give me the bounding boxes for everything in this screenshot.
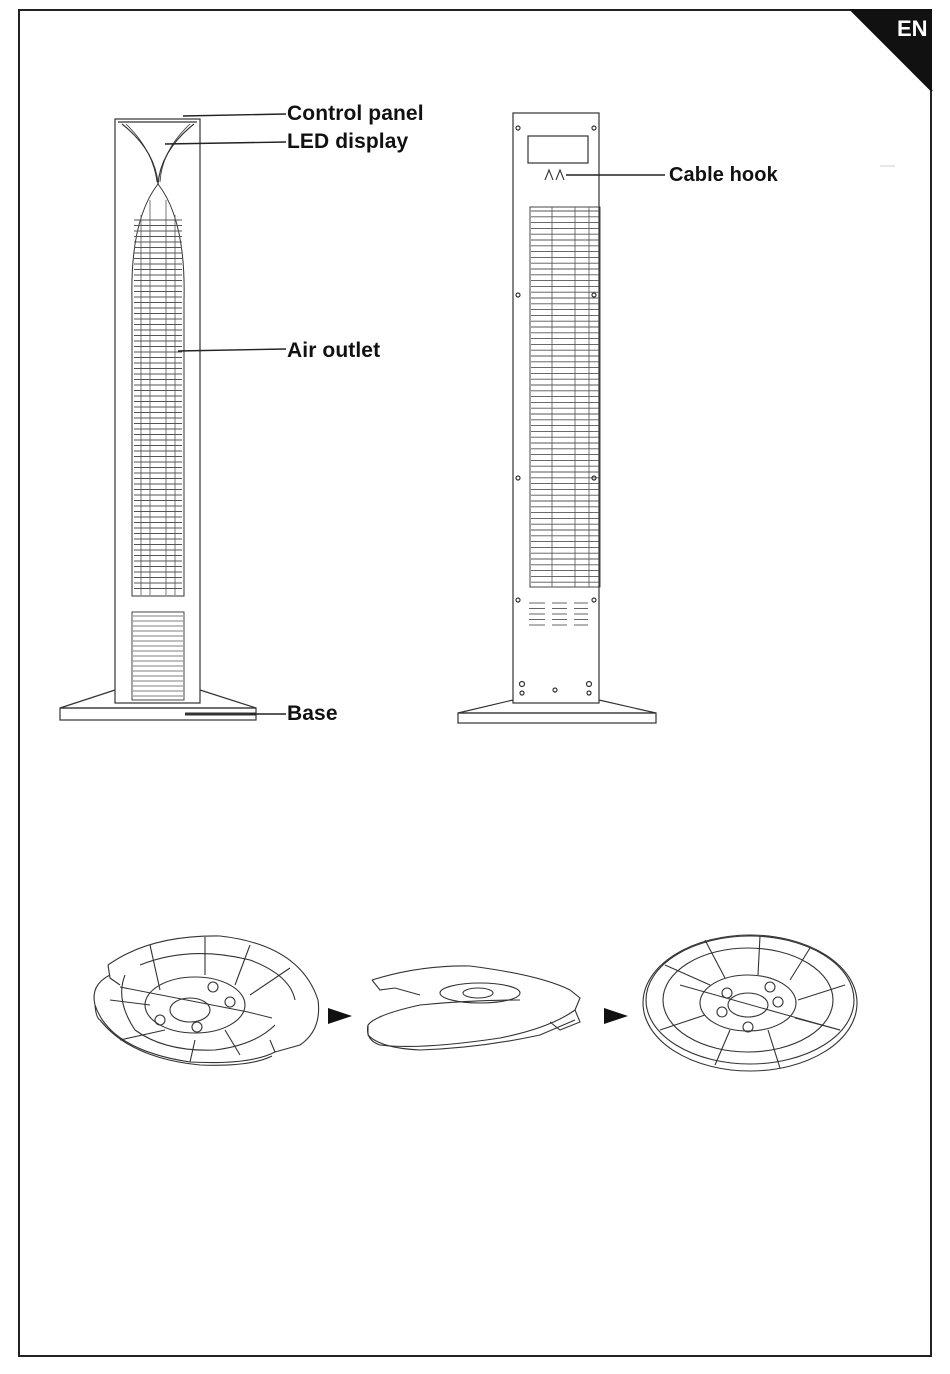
arrow-right-icon <box>604 1008 628 1024</box>
label-base: Base <box>287 702 338 726</box>
label-led-display: LED display <box>287 130 408 154</box>
arrow-right-icon <box>328 1008 352 1024</box>
label-control-panel: Control panel <box>287 102 424 126</box>
leader-lines-front <box>165 114 286 714</box>
base-assembly-step-1 <box>94 936 319 1065</box>
tower-front-view <box>60 119 256 720</box>
tower-rear-view <box>458 113 656 723</box>
base-assembly-step-3 <box>643 935 857 1071</box>
label-air-outlet: Air outlet <box>287 339 380 363</box>
label-cable-hook: Cable hook <box>669 164 778 187</box>
base-assembly-step-2 <box>368 966 581 1050</box>
